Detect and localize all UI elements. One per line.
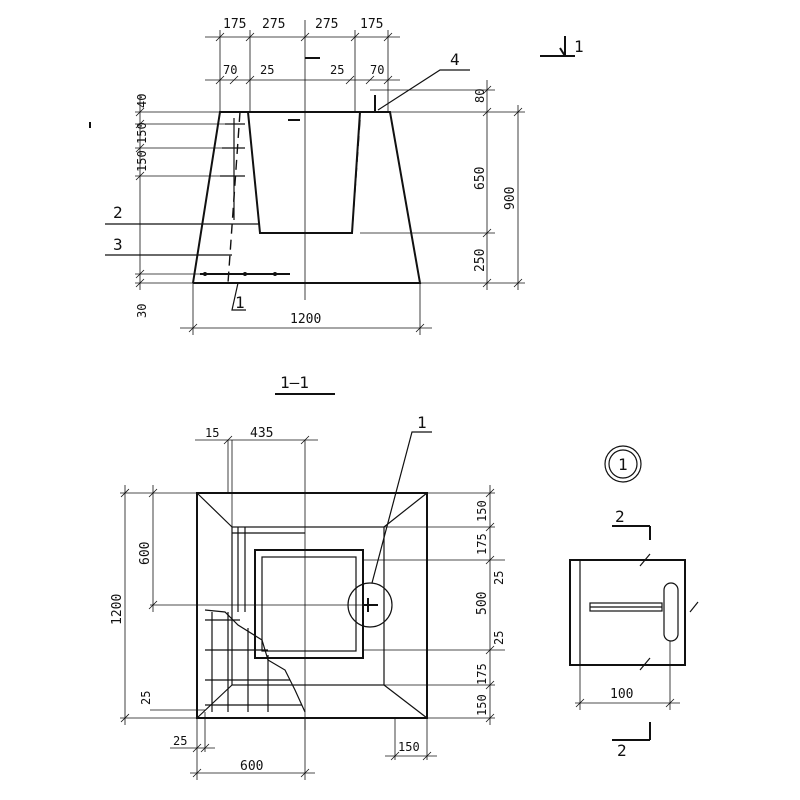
rebar-dot: [203, 272, 207, 276]
detail-anchor: [663, 582, 679, 642]
socket-outline: [247, 111, 361, 234]
elevation-view: 175 275 275 175 70 25 25 70 40 150 150 8…: [89, 17, 584, 335]
dim-1200-plan: 1200: [110, 594, 125, 625]
section-label-top: 2: [615, 507, 625, 526]
dim-70-right: 70: [370, 63, 384, 77]
dim-1200: 1200: [290, 312, 321, 327]
detail-box: [569, 559, 686, 666]
dim-500: 500: [475, 592, 490, 615]
section-mark-arrow: [559, 47, 566, 57]
rebar-mesh: [205, 612, 302, 712]
dim-40: 40: [135, 94, 149, 108]
callout-2: 2: [113, 203, 123, 222]
dim-175-left: 175: [223, 17, 246, 32]
leader-4: [377, 69, 470, 111]
dim-150-a: 150: [135, 122, 149, 144]
rebar-dot: [243, 272, 247, 276]
node-circle: [347, 582, 393, 628]
dim-150-b: 150: [135, 150, 149, 172]
dim-25-left: 25: [260, 63, 274, 77]
section-mark-label: 1: [574, 37, 584, 56]
dim-900: 900: [503, 187, 518, 210]
foundation-outline: [192, 111, 422, 284]
plan-top-face: [231, 526, 385, 686]
dim-150-top: 150: [475, 500, 489, 522]
hip-line: [196, 684, 233, 719]
dim-70-left: 70: [223, 63, 237, 77]
dim-15: 15: [205, 426, 219, 440]
dim-30: 30: [135, 304, 149, 318]
callout-4: 4: [450, 50, 460, 69]
dim-650: 650: [473, 167, 488, 190]
dim-80: 80: [473, 89, 487, 103]
leader-node: [371, 431, 432, 584]
plan-callout-1: 1: [417, 413, 427, 432]
dim-175-right: 175: [360, 17, 383, 32]
detail-circle-outer: [604, 445, 642, 483]
break-mark: [689, 601, 699, 613]
section-label-bottom: 2: [617, 741, 627, 760]
dim-275-right: 275: [315, 17, 338, 32]
dim-600-left: 600: [138, 542, 153, 565]
callout-1: 1: [235, 293, 245, 312]
dim-275-left: 275: [262, 17, 285, 32]
leader-1: [231, 282, 246, 311]
plan-outer: [196, 492, 428, 719]
dim-150-bottom: 150: [475, 694, 489, 716]
hip-line: [383, 492, 428, 528]
hip-line: [383, 684, 428, 719]
callout-3: 3: [113, 235, 123, 254]
detail-node-label: 1: [618, 455, 628, 474]
break-mark: [639, 553, 651, 567]
dim-250: 250: [473, 249, 488, 272]
dim-175-bottom: 175: [475, 663, 489, 685]
dim-175-top: 175: [475, 533, 489, 555]
dim-25-bottom-left: 25: [173, 734, 187, 748]
hidden-line-right: [351, 119, 361, 234]
socket-plan: [254, 549, 364, 659]
dim-150-bottom-right: 150: [398, 740, 420, 754]
section-title: 1—1: [280, 373, 309, 392]
plan-view: 1—1: [110, 373, 506, 780]
break-mark: [639, 657, 651, 671]
dim-25-left: 25: [139, 691, 153, 705]
hip-line: [196, 492, 233, 528]
socket-bottom: [261, 556, 357, 652]
dim-25-top: 25: [492, 571, 506, 585]
dim-435: 435: [250, 426, 273, 441]
detail-circle-inner: [608, 449, 638, 479]
dim-600-bottom: 600: [240, 759, 263, 774]
rebar-dot: [273, 272, 277, 276]
detail-dim-100: 100: [610, 687, 633, 702]
dim-25-right: 25: [330, 63, 344, 77]
detail-view: 1 2 100 2: [569, 445, 699, 760]
dim-25-bottom: 25: [492, 631, 506, 645]
